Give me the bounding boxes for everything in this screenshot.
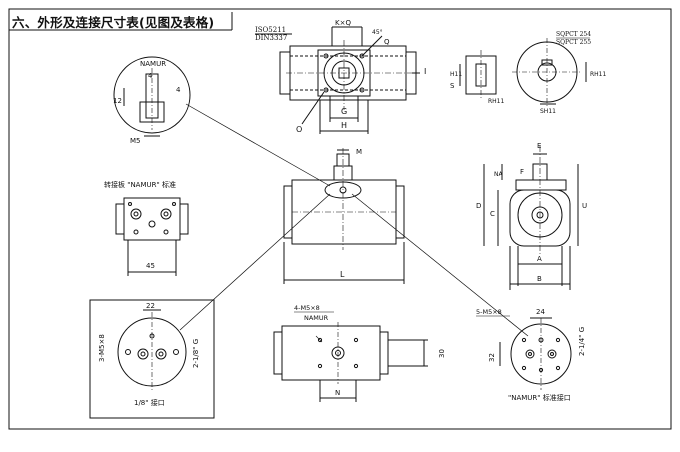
angle-label: 45° — [372, 29, 383, 36]
shaft-end-views: S H11 RH11 SQPCT 254 SQPCT 255 RH11 SH11 — [450, 31, 606, 115]
dim-h: H — [341, 121, 347, 130]
standard-din: DIN3337 — [255, 34, 287, 42]
dim-i: I — [424, 67, 426, 76]
dim-24: 24 — [536, 308, 545, 316]
dim-c: C — [490, 210, 495, 218]
namur-shaft-detail: NAMUR 4 4 12 M5 — [113, 56, 331, 187]
outer-frame — [8, 8, 672, 430]
actuator-side-view: E F NA D C U A B — [476, 142, 587, 290]
dim-sh11: SH11 — [540, 108, 556, 115]
dim-s: S — [450, 82, 455, 90]
dim-22: 22 — [146, 302, 155, 310]
dim-4-m5x8: 4-M5×8 — [294, 304, 320, 312]
adapter-caption: 转接板 "NAMUR" 标准 — [104, 180, 176, 189]
dim-l: L — [340, 270, 345, 279]
top-flange-view: ISO5211 DIN3337 K×Q 45° Q I — [255, 19, 426, 134]
dim-d: D — [476, 202, 481, 210]
dim-m: M — [356, 148, 362, 156]
sqpct-255: SQPCT 255 — [556, 39, 591, 46]
dim-4-side: 4 — [176, 86, 181, 94]
namur-port-caption: "NAMUR" 标准接口 — [508, 393, 571, 402]
port-eighth-view: 22 3-M5×8 2-1/8" G 1/8" 接口 — [89, 193, 331, 419]
namur-port-view: 5-M5×8 24 32 2-1/4" G "NAMUR" 标准接口 — [351, 193, 586, 402]
dim-e: E — [537, 142, 541, 150]
dim-m5: M5 — [130, 137, 141, 145]
dim-n: N — [335, 389, 340, 397]
dim-45: 45 — [146, 262, 155, 270]
dim-o: O — [296, 125, 302, 134]
dim-f: F — [520, 168, 524, 176]
adapter-plate-view: 转接板 "NAMUR" 标准 45 — [104, 180, 189, 276]
page-title: 六、外形及连接尺寸表(见图及表格) — [12, 15, 215, 30]
dim-na: NA — [494, 171, 503, 178]
dim-5-m5x8: 5-M5×8 — [476, 308, 502, 316]
dim-q: Q — [384, 38, 390, 46]
actuator-front-view: M L — [283, 148, 405, 284]
actuator-bottom-view: 4-M5×8 NAMUR 30 N — [273, 304, 446, 402]
dim-u: U — [582, 202, 587, 210]
namur-label: NAMUR — [140, 60, 166, 68]
port-eighth-caption: 1/8" 接口 — [134, 398, 165, 407]
dim-g: G — [341, 107, 347, 116]
dim-rh11: RH11 — [488, 98, 504, 105]
namur-label-bottom: NAMUR — [304, 314, 329, 322]
dim-4-top: 4 — [148, 72, 153, 80]
standard-iso: ISO5211 — [255, 26, 286, 34]
dim-rh11-b: RH11 — [590, 71, 606, 78]
dim-a: A — [537, 255, 542, 263]
dim-g-14: 2-1/4" G — [578, 327, 586, 356]
sqpct-254: SQPCT 254 — [556, 31, 591, 38]
dim-g-18: 2-1/8" G — [192, 339, 200, 368]
dim-32: 32 — [488, 353, 496, 362]
dim-12: 12 — [113, 97, 122, 105]
dim-b: B — [537, 275, 542, 283]
dim-h11-a: H11 — [450, 71, 462, 78]
dim-3-m5x8: 3-M5×8 — [98, 334, 106, 362]
dim-kq: K×Q — [335, 19, 351, 27]
dim-30: 30 — [438, 349, 446, 358]
